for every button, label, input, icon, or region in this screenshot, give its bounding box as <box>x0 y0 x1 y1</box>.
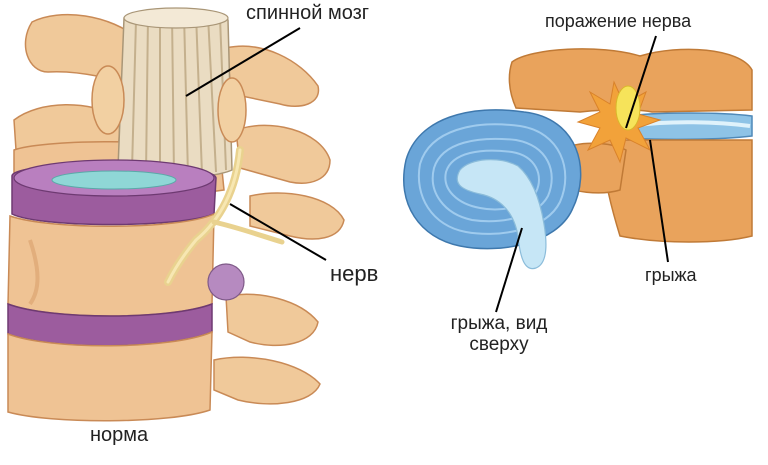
nerve-ganglion <box>208 264 244 300</box>
spinal-cord <box>118 8 232 177</box>
transverse-process-right-mid <box>236 125 330 183</box>
hernia-top-view <box>404 110 581 312</box>
middle-vertebra-body <box>8 214 214 316</box>
facet-joint-right <box>218 78 246 142</box>
hernia-label: грыжа <box>645 266 697 286</box>
lower-process-right <box>226 294 318 345</box>
spinal-cord-label: спинной мозг <box>246 2 369 24</box>
facet-joint-left <box>92 66 124 134</box>
transverse-process-right-low <box>250 193 344 239</box>
nerve-damage-label: поражение нерва <box>545 12 691 32</box>
intervertebral-disc-normal <box>12 160 216 225</box>
nerve-label: нерв <box>330 262 378 286</box>
normal-spine-illustration <box>8 8 344 421</box>
lower-process-bottom <box>214 357 320 404</box>
normal-label: норма <box>90 424 148 446</box>
lower-vertebra-body <box>8 332 212 421</box>
hernia-top-view-label: грыжа, вид сверху <box>424 314 574 356</box>
